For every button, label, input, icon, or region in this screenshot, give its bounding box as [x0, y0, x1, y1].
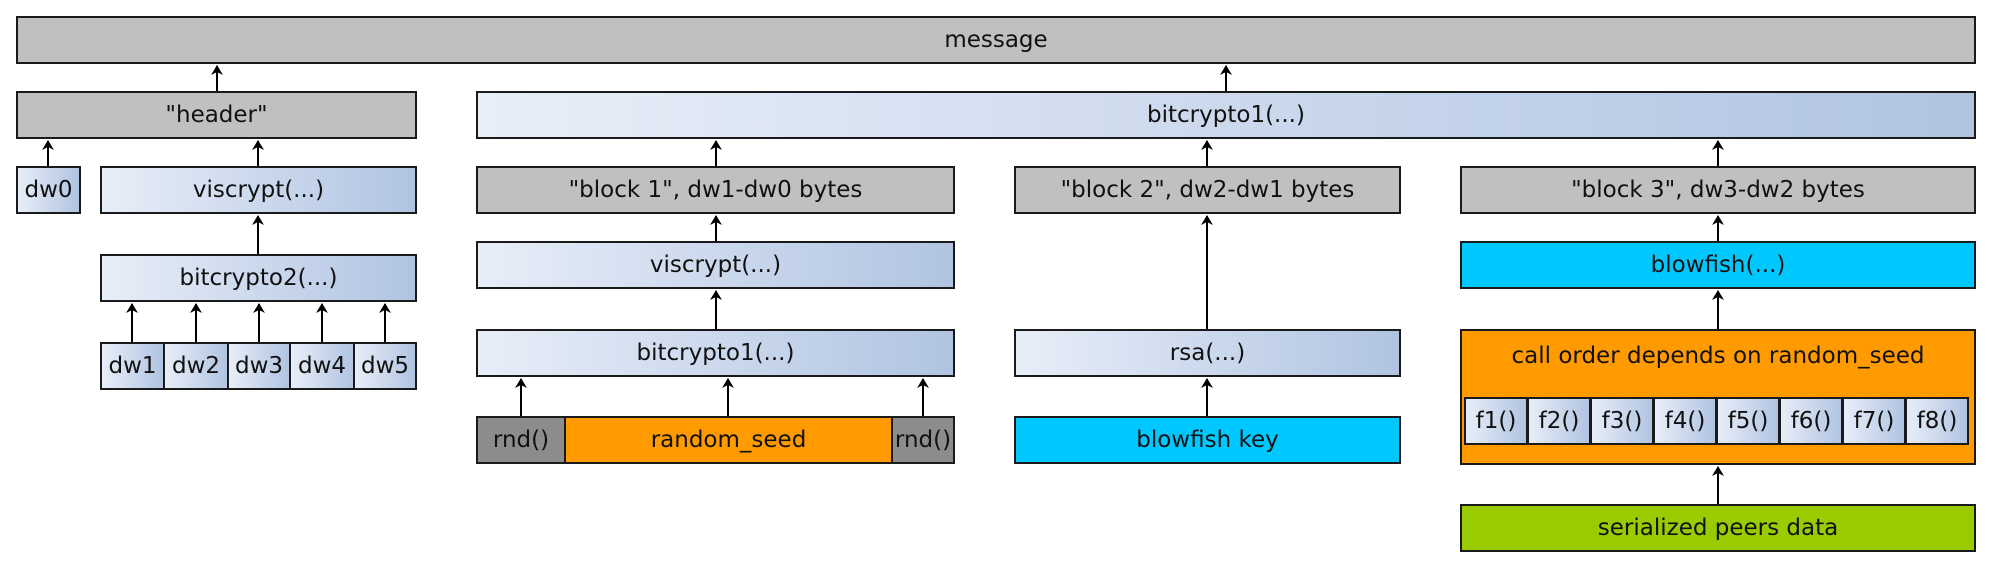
- message-box: message: [16, 16, 1976, 64]
- header-box: "header": [16, 91, 417, 139]
- f4-box: f4(): [1653, 397, 1717, 445]
- blowfish-key-box: blowfish key: [1014, 416, 1401, 464]
- f3-box: f3(): [1590, 397, 1654, 445]
- dw2-box: dw2: [163, 342, 229, 390]
- rsa-box: rsa(...): [1014, 329, 1401, 377]
- f2-box: f2(): [1527, 397, 1591, 445]
- call-order-label: call order depends on random_seed: [1511, 343, 1925, 369]
- dw4-box: dw4: [289, 342, 355, 390]
- block2-box: "block 2", dw2-dw1 bytes: [1014, 166, 1401, 214]
- block1-bitcrypto1-box: bitcrypto1(...): [476, 329, 955, 377]
- dw1-box: dw1: [100, 342, 165, 390]
- f5-box: f5(): [1716, 397, 1780, 445]
- f7-box: f7(): [1842, 397, 1906, 445]
- blowfish-box: blowfish(...): [1460, 241, 1976, 289]
- rnd-left-box: rnd(): [476, 416, 566, 464]
- rnd-right-box: rnd(): [891, 416, 955, 464]
- random-seed-box: random_seed: [564, 416, 893, 464]
- f8-box: f8(): [1905, 397, 1969, 445]
- header-viscrypt-box: viscrypt(...): [100, 166, 417, 214]
- block1-viscrypt-box: viscrypt(...): [476, 241, 955, 289]
- bitcrypto2-box: bitcrypto2(...): [100, 254, 417, 302]
- f6-box: f6(): [1779, 397, 1843, 445]
- dw3-box: dw3: [227, 342, 291, 390]
- block3-box: "block 3", dw3-dw2 bytes: [1460, 166, 1976, 214]
- serialized-peers-box: serialized peers data: [1460, 504, 1976, 552]
- bitcrypto1-top-box: bitcrypto1(...): [476, 91, 1976, 139]
- block1-box: "block 1", dw1-dw0 bytes: [476, 166, 955, 214]
- dw5-box: dw5: [353, 342, 417, 390]
- f1-box: f1(): [1464, 397, 1528, 445]
- dw0-box: dw0: [16, 166, 81, 214]
